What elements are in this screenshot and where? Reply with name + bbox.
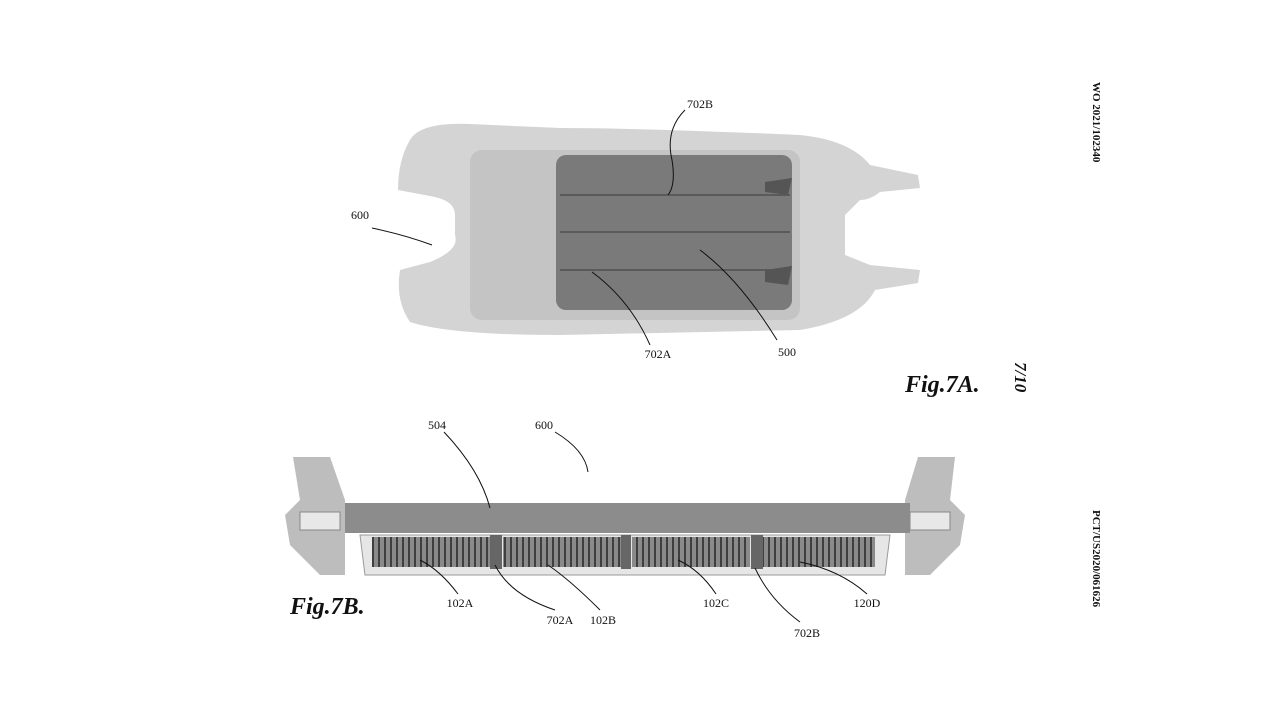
label-120d: 120D — [853, 596, 881, 610]
label-702a: 702A — [644, 347, 672, 361]
label-102a: 102A — [446, 596, 474, 610]
leader-lines-7a — [371, 109, 778, 346]
figure-7b-title: Fig.7B. — [290, 594, 365, 620]
sheet-number: 7/10 — [1011, 362, 1030, 393]
label-102b: 102B — [589, 613, 617, 627]
label-600: 600 — [351, 208, 369, 222]
publication-number: WO 2021/102340 — [1090, 82, 1102, 163]
label-600: 600 — [535, 418, 553, 432]
label-702b: 702B — [793, 626, 821, 640]
label-102c: 102C — [702, 596, 730, 610]
leader-lines-7b — [419, 431, 868, 623]
battery-pack-top — [556, 155, 792, 310]
figure-7a-title: Fig.7A. — [905, 372, 980, 398]
label-702a: 702A — [546, 613, 574, 627]
label-702b: 702B — [686, 97, 714, 111]
application-number: PCT/US2020/061626 — [1090, 510, 1102, 608]
label-500: 500 — [778, 345, 796, 359]
label-504: 504 — [428, 418, 446, 432]
battery-modules-side — [372, 535, 875, 569]
